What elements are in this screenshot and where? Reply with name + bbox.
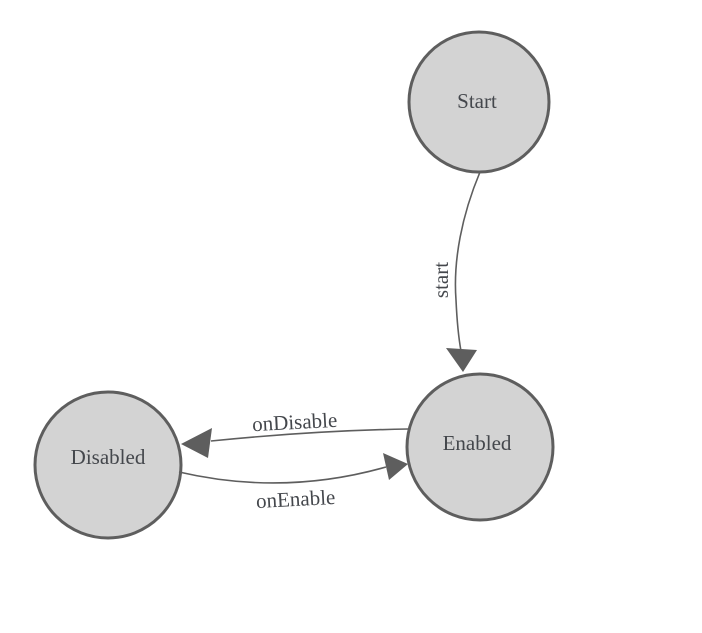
edge-disabled-to-enabled-arrowhead (383, 453, 408, 480)
edge-group (178, 171, 481, 484)
state-label-disabled: Disabled (71, 445, 146, 469)
edge-enabled-to-disabled-arrowhead (181, 428, 212, 458)
state-node-disabled[interactable] (33, 390, 183, 540)
edge-start-to-enabled-arrowhead (446, 348, 477, 372)
state-label-enabled: Enabled (443, 431, 512, 455)
edge-label-onenable: onEnable (255, 485, 335, 513)
edge-start-to-enabled[interactable] (454, 171, 481, 352)
edge-label-start: start (429, 262, 453, 298)
edge-disabled-to-enabled[interactable] (178, 466, 387, 484)
edge-label-ondisable: onDisable (251, 408, 337, 436)
state-node-enabled[interactable] (405, 372, 555, 522)
state-label-start: Start (457, 89, 497, 113)
edge-enabled-to-disabled[interactable] (210, 428, 409, 442)
state-node-start[interactable] (407, 30, 551, 174)
state-node-group (33, 30, 555, 540)
label-group: Start Enabled Disabled start onDisable o… (71, 89, 512, 513)
